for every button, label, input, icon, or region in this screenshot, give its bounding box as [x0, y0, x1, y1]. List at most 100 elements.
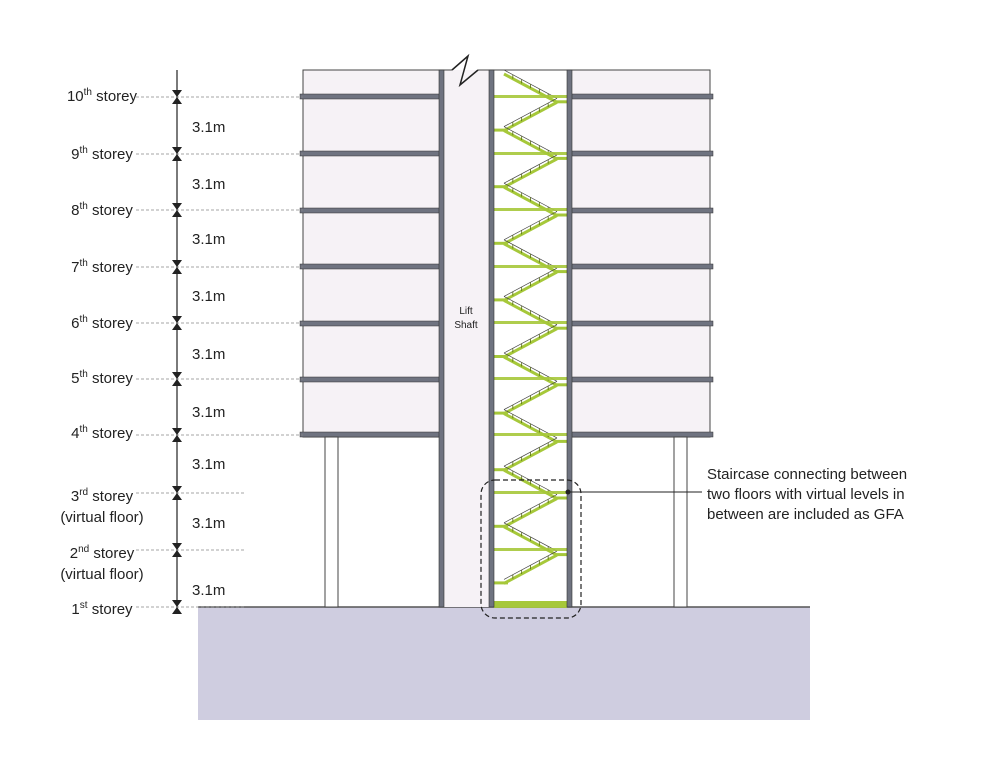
floor-slab-right: [570, 431, 714, 438]
dimension-arrow: [172, 600, 182, 607]
dimension-arrow: [172, 543, 182, 550]
storey-sublabel: (virtual floor): [60, 566, 143, 583]
storey-label: 1st storey: [71, 600, 133, 618]
floor-slab-left: [299, 150, 441, 157]
floor-slab-left: [299, 320, 441, 327]
lift-shaft: [443, 70, 490, 607]
dimension-arrow: [172, 486, 182, 493]
storey-spacing-label: 3.1m: [192, 404, 225, 421]
storey-spacing-label: 3.1m: [192, 119, 225, 136]
floor-slab-left: [299, 431, 441, 438]
floor-slab-right: [570, 150, 714, 157]
floor-slab-left: [299, 93, 441, 100]
dimension-arrow: [172, 372, 182, 379]
stair-landing: [494, 128, 508, 132]
dimension-arrow: [172, 267, 182, 274]
floor-slab-left: [299, 376, 441, 383]
stair-floor-slab: [494, 491, 567, 494]
storey-spacing-label: 3.1m: [192, 346, 225, 363]
dimension-arrow: [172, 260, 182, 267]
storey-spacing-label: 3.1m: [192, 456, 225, 473]
storey-spacing-label: 3.1m: [192, 288, 225, 305]
lift-shaft-label-1: Lift: [459, 306, 473, 317]
right-wing-floors: [570, 69, 711, 438]
stair-landing: [555, 496, 569, 500]
storey-spacing-label: 3.1m: [192, 231, 225, 248]
storey-label: 6th storey: [71, 314, 133, 332]
stair-landing: [555, 439, 569, 443]
stair-landing: [555, 383, 569, 387]
stair-landing: [555, 326, 569, 330]
dimension-arrow: [172, 97, 182, 104]
storey-label: 5th storey: [71, 369, 133, 387]
storey-spacing-label: 3.1m: [192, 582, 225, 599]
dimension-arrow: [172, 435, 182, 442]
dimension-arrow: [172, 323, 182, 330]
column-right-a: [673, 436, 688, 608]
staircase: [494, 69, 569, 608]
floor-slab-right: [570, 320, 714, 327]
stair-landing: [555, 213, 569, 217]
stair-right-wall: [566, 69, 573, 608]
stair-floor-slab: [494, 208, 567, 211]
storey-sublabel: (virtual floor): [60, 509, 143, 526]
stair-landing: [494, 241, 508, 245]
stair-floor-slab: [494, 377, 567, 380]
dimension-arrow: [172, 316, 182, 323]
building: [299, 53, 714, 608]
stair-base-slab: [494, 601, 567, 607]
dimension-arrow: [172, 203, 182, 210]
dimension-arrow: [172, 428, 182, 435]
callout-line-2: two floors with virtual levels in: [707, 486, 905, 503]
floor-slab-right: [570, 93, 714, 100]
stair-landing: [494, 298, 508, 302]
highlight-box: [480, 479, 582, 619]
dimension-arrow: [172, 147, 182, 154]
callout-line-3: between are included as GFA: [707, 506, 904, 523]
stair-landing: [494, 524, 508, 528]
stair-floor-slab: [494, 321, 567, 324]
dimension-arrow: [172, 379, 182, 386]
stair-floor-slab: [494, 152, 567, 155]
storey-label: 2nd storey: [70, 544, 135, 562]
stair-floor-slab: [494, 433, 567, 436]
floor-slab-right: [570, 263, 714, 270]
stair-floor-slab: [494, 95, 567, 98]
callout-line-1: Staircase connecting between: [707, 466, 907, 483]
floor-slab-right: [570, 376, 714, 383]
storey-spacing-label: 3.1m: [192, 176, 225, 193]
stair-landing: [494, 581, 508, 585]
structural-walls: [438, 69, 573, 608]
stair-landing: [555, 100, 569, 104]
lift-shaft-label-2: Shaft: [454, 320, 478, 331]
dimension-arrow: [172, 550, 182, 557]
storey-label: 10th storey: [67, 87, 138, 105]
stair-landing: [494, 185, 508, 189]
stair-floor-slab: [494, 548, 567, 551]
column-left-a: [324, 436, 339, 608]
stair-landing: [555, 553, 569, 557]
dimension-labels: 3.1m3.1m3.1m3.1m3.1m3.1m3.1m3.1m3.1m: [192, 119, 225, 599]
dimension-arrow: [172, 210, 182, 217]
stair-landing: [494, 411, 508, 415]
floor-slab-left: [299, 207, 441, 214]
storey-label: 9th storey: [71, 145, 133, 163]
callout-dot: [565, 489, 571, 495]
stair-landing: [555, 156, 569, 160]
stair-left-wall: [488, 69, 495, 608]
break-line: [451, 53, 479, 88]
dimension-arrow: [172, 493, 182, 500]
dimension-arrow: [172, 90, 182, 97]
stair-landing: [494, 468, 508, 472]
dimension-arrow: [172, 607, 182, 614]
ground: [198, 607, 810, 720]
storey-label: 8th storey: [71, 201, 133, 219]
storey-label: 7th storey: [71, 258, 133, 276]
stair-floor-slab: [494, 265, 567, 268]
storey-label: 4th storey: [71, 424, 133, 442]
floor-slab-left: [299, 263, 441, 270]
columns: [324, 436, 688, 608]
stair-landing: [494, 355, 508, 358]
dimension-arrow: [172, 154, 182, 161]
